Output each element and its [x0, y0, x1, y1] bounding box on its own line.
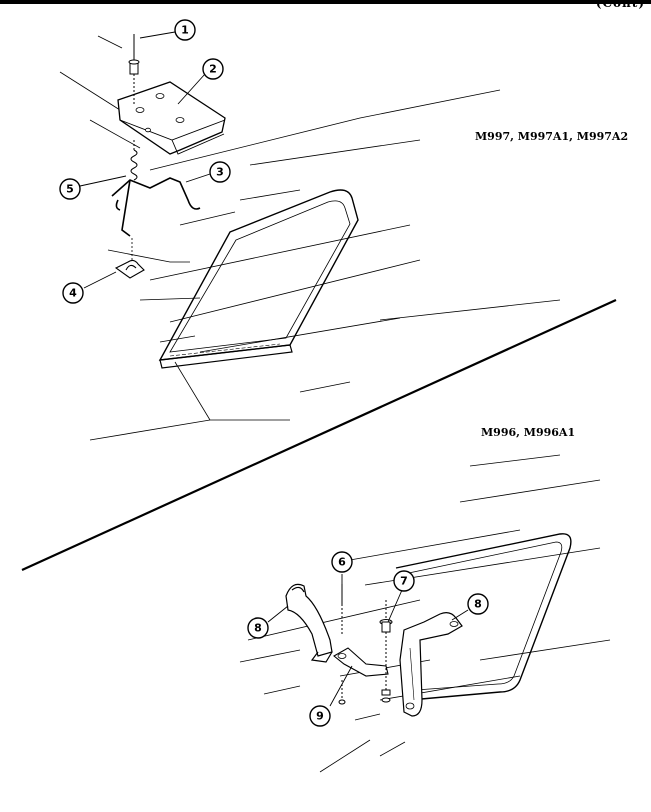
- svg-text:2: 2: [209, 63, 217, 76]
- callout-9: 9: [309, 705, 331, 727]
- svg-text:3: 3: [216, 166, 224, 179]
- callout-3: 3: [209, 161, 231, 183]
- bottom-leader-lines: [267, 574, 469, 707]
- callout-1: 1: [174, 19, 196, 41]
- svg-text:5: 5: [66, 183, 74, 196]
- header-continued-text: (Cont): [595, 0, 645, 10]
- hinge-strap-right: [399, 612, 463, 717]
- bolt: [379, 600, 393, 703]
- model-label-top: M997, M997A1, M997A2: [475, 130, 629, 143]
- retaining-pin: [128, 34, 140, 104]
- callout-8-left: 8: [247, 617, 269, 639]
- model-label-bottom: M996, M996A1: [481, 426, 576, 439]
- svg-text:9: 9: [316, 710, 324, 723]
- callout-7: 7: [393, 570, 415, 592]
- svg-text:7: 7: [400, 575, 408, 588]
- view-divider-line: [21, 298, 617, 572]
- mounting-bracket: [117, 81, 226, 155]
- callout-2: 2: [202, 58, 224, 80]
- top-body-outline: [59, 35, 561, 441]
- top-door-panel: [158, 189, 359, 421]
- callout-5: 5: [59, 178, 81, 200]
- latch-rod: [111, 177, 201, 262]
- svg-text:4: 4: [69, 287, 77, 300]
- svg-text:8: 8: [474, 598, 482, 611]
- rod-clamp: [114, 259, 145, 279]
- svg-text:6: 6: [338, 556, 346, 569]
- svg-text:1: 1: [181, 24, 189, 37]
- cotter-pin: [338, 584, 346, 705]
- hinge-strap-left: [285, 583, 333, 663]
- callout-4: 4: [62, 282, 84, 304]
- connecting-link: [333, 647, 389, 677]
- spring: [130, 140, 138, 181]
- bottom-door-panel: [395, 533, 572, 701]
- header-rule: [0, 0, 651, 4]
- top-leader-lines: [79, 31, 211, 289]
- svg-text:8: 8: [254, 622, 262, 635]
- callout-6: 6: [331, 551, 353, 573]
- callout-8-right: 8: [467, 593, 489, 615]
